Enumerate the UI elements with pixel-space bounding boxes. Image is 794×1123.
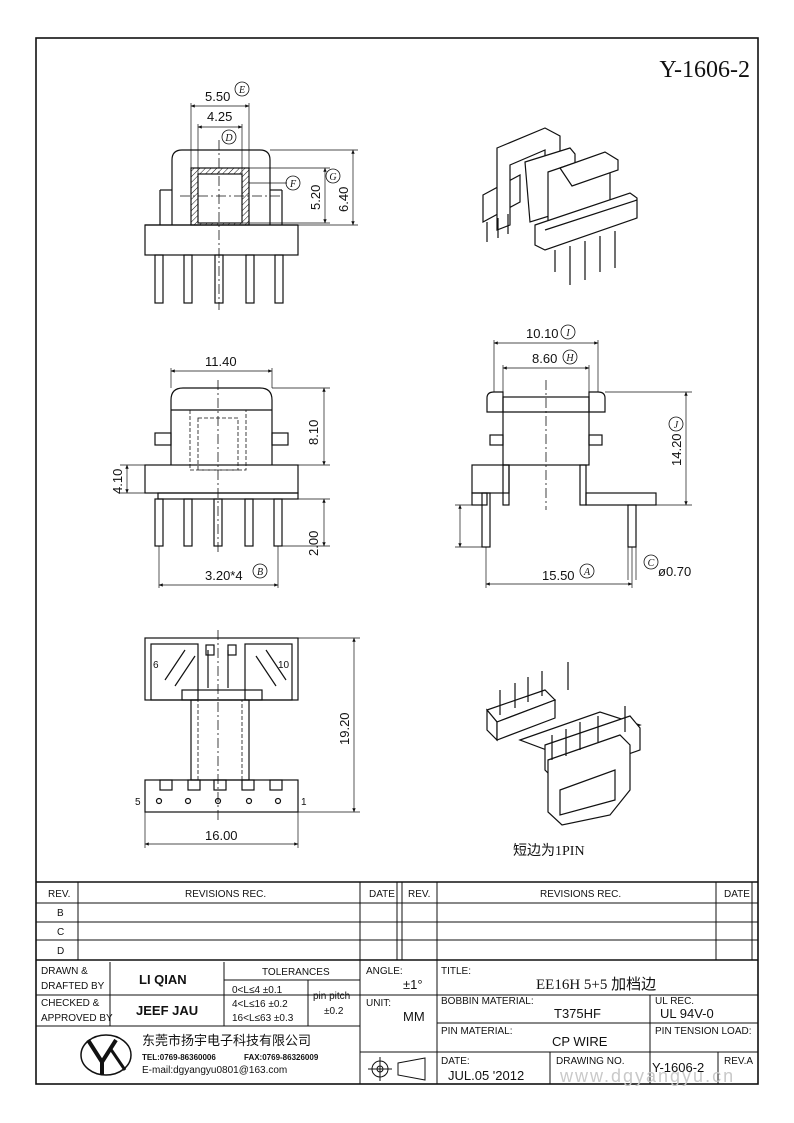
company-name: 东莞市扬宇电子科技有限公司 [142, 1033, 311, 1048]
pin-material-value: CP WIRE [552, 1034, 608, 1049]
drawn-label-2: DRAFTED BY [41, 981, 105, 992]
title-value: EE16H 5+5 加档边 [536, 976, 656, 993]
drawn-label-1: DRAWN & [41, 966, 88, 977]
dim-top-h1: 5.20 [308, 185, 323, 210]
dim-tag-b: B [252, 563, 268, 579]
dim-bottom-w: 16.00 [205, 828, 238, 843]
dim-tag-g: G [325, 168, 341, 184]
dim-front-w: 11.40 [205, 354, 237, 369]
company-logo [80, 1034, 132, 1076]
tolerances-label: TOLERANCES [262, 967, 330, 978]
company-tel: TEL:0769-86360006 [142, 1053, 216, 1062]
svg-text:F: F [289, 179, 297, 190]
date-label: DATE: [441, 1056, 470, 1067]
rec-header-right: REVISIONS REC. [540, 889, 621, 900]
dim-bottom-h: 19.20 [337, 712, 352, 745]
pin-label-6: 6 [153, 660, 159, 671]
pin-pitch-value: ±0.2 [324, 1006, 344, 1017]
pin-label-10: 10 [278, 660, 290, 671]
rev-row-b: B [57, 908, 64, 919]
dim-pin-dia: ø0.70 [658, 564, 691, 579]
rev-header-right: REV. [408, 889, 430, 900]
tolerance-row-3: 16<L≤63 ±0.3 [232, 1013, 294, 1024]
dim-tag-f: F [285, 175, 301, 191]
checked-name: JEEF JAU [136, 1003, 198, 1018]
dim-side-h: 14.20 [669, 433, 684, 466]
svg-text:G: G [329, 172, 336, 183]
drawing-no-value: Y-1606-2 [652, 1060, 704, 1075]
svg-text:B: B [257, 567, 263, 578]
checked-label-2: APPROVED BY [41, 1013, 113, 1024]
dim-side-w1: 10.10 [526, 326, 559, 341]
unit-label: UNIT: [366, 998, 391, 1009]
projection-symbol [368, 1057, 426, 1081]
header-drawing-number: Y-1606-2 [659, 57, 750, 83]
dim-tag-h: H [562, 349, 578, 365]
bobbin-material-label: BOBBIN MATERIAL: [441, 996, 534, 1007]
title-label: TITLE: [441, 966, 471, 977]
dim-tag-i: I [560, 324, 576, 340]
dim-tag-c: C [643, 554, 659, 570]
rev-value: REV.A [724, 1056, 753, 1067]
tolerance-row-1: 0<L≤4 ±0.1 [232, 985, 283, 996]
dim-tag-e: E [234, 81, 250, 97]
angle-value: ±1° [403, 977, 423, 992]
svg-text:I: I [565, 328, 570, 339]
company-fax: FAX:0769-86326009 [244, 1053, 319, 1062]
angle-label: ANGLE: [366, 966, 403, 977]
date-value: JUL.05 '2012 [448, 1068, 524, 1083]
ul-rec-value: UL 94V-0 [660, 1006, 714, 1021]
svg-text:H: H [565, 353, 574, 364]
front-view [120, 368, 330, 588]
drawn-name: LI QIAN [139, 972, 187, 987]
revisions-table [36, 881, 758, 961]
dim-top-w1: 5.50 [205, 89, 230, 104]
rev-header-left: REV. [48, 889, 70, 900]
watermark: www.dgyangyu.cn [559, 1066, 735, 1086]
dim-side-base: 15.50 [542, 568, 575, 583]
svg-text:J: J [674, 420, 679, 431]
unit-value: MM [403, 1009, 425, 1024]
rev-row-d: D [57, 946, 64, 957]
rev-row-c: C [57, 927, 64, 938]
dim-tag-d: D [221, 129, 237, 145]
title-block-grid [36, 960, 758, 1084]
iso-view-top [482, 127, 638, 285]
pin-material-label: PIN MATERIAL: [441, 1026, 513, 1037]
svg-text:A: A [583, 567, 591, 578]
dim-front-pitch: 3.20*4 [205, 568, 243, 583]
dim-side-w2: 8.60 [532, 351, 557, 366]
bobbin-material-value: T375HF [554, 1006, 601, 1021]
bottom-view [144, 630, 360, 848]
side-view [455, 340, 692, 588]
rec-header-left: REVISIONS REC. [185, 889, 266, 900]
dim-tag-j: J [668, 416, 684, 432]
drawing-no-label: DRAWING NO. [556, 1056, 625, 1067]
svg-text:D: D [224, 133, 233, 144]
top-view [144, 103, 358, 310]
pin-label-5: 5 [135, 797, 141, 808]
svg-text:C: C [648, 558, 655, 569]
sheet-frame [35, 37, 759, 1085]
company-email: E-mail:dgyangyu0801@163.com [142, 1065, 287, 1076]
dim-front-base: 4.10 [110, 469, 125, 494]
dim-tag-a: A [579, 563, 595, 579]
pin-label-1: 1 [301, 797, 307, 808]
dim-front-h1: 8.10 [306, 420, 321, 445]
dim-top-w2: 4.25 [207, 109, 232, 124]
tolerance-row-2: 4<L≤16 ±0.2 [232, 999, 288, 1010]
pin1-note: 短边为1PIN [513, 843, 585, 859]
iso-view-bottom [485, 662, 642, 826]
ul-rec-label: UL REC. [655, 996, 694, 1007]
date-header-right: DATE [724, 889, 750, 900]
pin-tension-label: PIN TENSION LOAD: [655, 1026, 752, 1037]
date-header-left: DATE [369, 889, 395, 900]
pin-pitch-label: pin pitch [313, 991, 350, 1002]
dim-top-h2: 6.40 [336, 187, 351, 212]
dim-front-pin: 2.00 [306, 531, 321, 556]
checked-label-1: CHECKED & [41, 998, 100, 1009]
svg-text:E: E [238, 85, 245, 96]
